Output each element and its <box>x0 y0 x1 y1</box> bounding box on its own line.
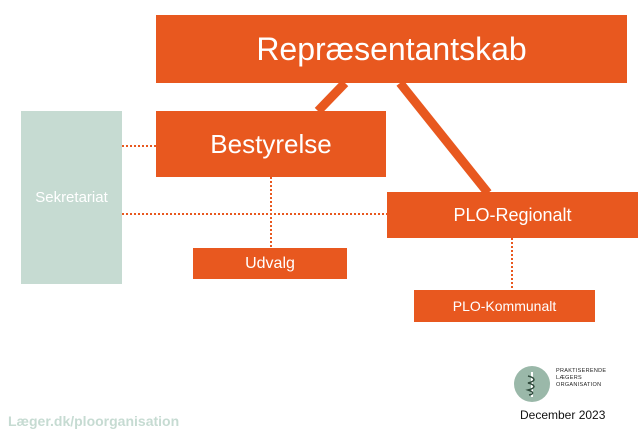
node-plo-kommunalt: PLO-Kommunalt <box>414 290 595 322</box>
node-plo-regionalt: PLO-Regionalt <box>387 192 638 238</box>
node-udvalg-label: Udvalg <box>245 254 295 272</box>
node-plo-kommunalt-label: PLO-Kommunalt <box>452 298 557 314</box>
node-sekretariat: Sekretariat <box>21 111 122 284</box>
node-sekretariat-label: Sekretariat <box>35 189 108 206</box>
solid-connector-plo-regionalt <box>396 80 492 196</box>
logo-emblem <box>514 366 550 402</box>
staff-of-asclepius-icon <box>525 372 535 397</box>
date-label: December 2023 <box>520 408 606 422</box>
node-bestyrelse-label: Bestyrelse <box>210 128 332 159</box>
node-repraesentantskab: Repræsentantskab <box>156 15 627 83</box>
footer-link[interactable]: Læger.dk/ploorganisation <box>8 413 180 429</box>
plo-logo: PRAKTISERENDE LÆGERS ORGANISATION <box>514 362 634 404</box>
node-udvalg: Udvalg <box>193 248 347 279</box>
node-plo-regionalt-label: PLO-Regionalt <box>453 204 572 225</box>
logo-wordmark: PRAKTISERENDE LÆGERS ORGANISATION <box>556 368 606 389</box>
solid-connector-bestyrelse <box>314 79 349 115</box>
node-repraesentantskab-label: Repræsentantskab <box>256 30 527 67</box>
node-bestyrelse: Bestyrelse <box>156 111 386 177</box>
logo-line-2: LÆGERS <box>556 375 582 381</box>
logo-line-3: ORGANISATION <box>556 382 602 388</box>
logo-line-1: PRAKTISERENDE <box>556 368 607 374</box>
